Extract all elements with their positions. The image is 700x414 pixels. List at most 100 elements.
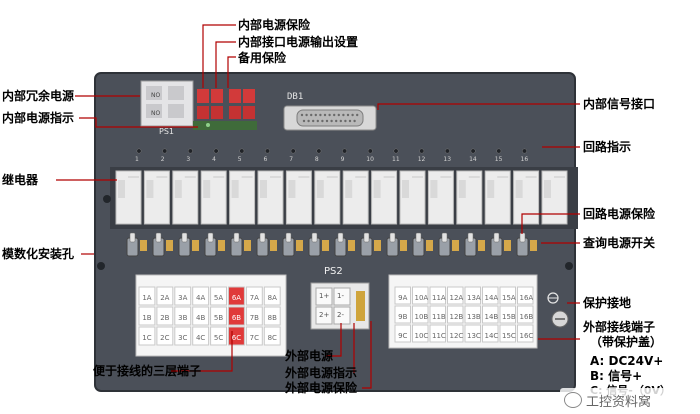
terminal-label: 7C — [249, 334, 259, 342]
callout-internal-power-fuse: 内部电源保险 — [238, 18, 311, 32]
terminal-label: 14C — [484, 332, 499, 340]
terminal-label: 12A — [449, 294, 464, 302]
channel-number: 7 — [289, 156, 294, 163]
channel-number: 13 — [443, 156, 452, 163]
loop-led-3 — [187, 148, 193, 154]
terminal-cell — [174, 286, 192, 306]
terminal-label: 1B — [142, 314, 152, 322]
loop-fuse-2 — [166, 240, 173, 251]
callout-interface-power-output: 内部接口电源输出设置 — [238, 35, 359, 49]
terminal-cell — [394, 305, 411, 324]
terminal-label: 9A — [398, 294, 408, 302]
loop-fuse-3 — [192, 240, 199, 251]
callout-power-indicator: 内部电源指示 — [2, 111, 75, 125]
loop-fuse-10 — [374, 240, 381, 251]
channel-number: 5 — [237, 156, 242, 163]
loop-led-2 — [162, 148, 168, 154]
loop-fuse-13 — [452, 240, 459, 251]
terminal-cell — [138, 326, 156, 346]
terminal-label: 10B — [414, 313, 429, 321]
terminal-label: 16B — [519, 313, 534, 321]
internal-fuse-1 — [197, 89, 209, 103]
terminal-label: 6B — [231, 314, 242, 322]
loop-led-8 — [316, 148, 322, 154]
terminal-cell — [263, 306, 281, 326]
loop-fuse-16 — [530, 240, 537, 251]
loop-fuse-7 — [296, 240, 303, 251]
terminal-label: 10A — [414, 294, 429, 302]
terminal-label: 13A — [467, 294, 481, 302]
loop-led-16 — [522, 148, 527, 154]
channel-number: 14 — [469, 156, 477, 163]
loop-fuse-11 — [400, 240, 407, 251]
terminal-cell — [210, 286, 228, 306]
terminal-label: 2B — [160, 314, 170, 322]
internal-fuse-2 — [197, 106, 209, 119]
terminal-cell — [464, 286, 481, 305]
loop-fuse-9 — [348, 240, 355, 251]
power-indicator-strip — [193, 121, 257, 130]
terminal-label: 15C — [502, 332, 516, 340]
loop-led-15 — [496, 148, 502, 154]
channel-number: 1 — [135, 156, 139, 163]
callout-redundant-power: 内部冗余电源 — [2, 89, 75, 103]
terminal-cell — [412, 324, 429, 343]
terminal-cell — [482, 305, 499, 324]
spare-fuse-3 — [243, 89, 255, 103]
terminal-cell — [263, 326, 281, 346]
interface-fuse-2 — [211, 106, 223, 119]
loop-fuse-15 — [504, 240, 511, 251]
terminal-cell — [499, 286, 516, 305]
terminal-label: 8B — [267, 314, 277, 322]
terminal-cell — [482, 286, 499, 305]
spare-fuse-1 — [229, 89, 241, 103]
terminal-cell — [429, 324, 446, 343]
terminal-label: 6A — [231, 294, 242, 302]
loop-fuse-1 — [140, 240, 147, 251]
ps2-terminal-label: 1- — [337, 292, 344, 300]
terminal-label: 13B — [467, 313, 481, 321]
callout-external-power-indicator: 外部电源指示 — [285, 366, 358, 380]
callout-loop-power-fuse: 回路电源保险 — [583, 207, 656, 221]
terminal-cell — [499, 324, 516, 343]
terminal-cell — [192, 306, 210, 326]
relay-5 — [229, 170, 256, 225]
terminal-cell — [412, 286, 429, 305]
terminal-label: 3B — [178, 314, 188, 322]
ps2-terminal-label: 2+ — [319, 311, 330, 319]
loop-led-12 — [419, 148, 425, 154]
terminal-cell — [228, 306, 245, 326]
channel-number: 9 — [340, 156, 345, 163]
terminal-cell — [245, 306, 263, 326]
loop-led-7 — [290, 148, 296, 154]
terminal-cell — [517, 305, 534, 324]
watermark-box: 工控资料窝 — [560, 388, 698, 412]
terminal-label: 9C — [398, 332, 408, 340]
terminal-cell — [394, 286, 411, 305]
callout-loop-indicator: 回路指示 — [583, 140, 632, 154]
terminal-label: 5B — [213, 314, 224, 322]
terminal-cell — [429, 286, 446, 305]
terminal-cell — [394, 324, 411, 343]
terminal-label: 12B — [449, 313, 464, 321]
legend-a: A: DC24V+ — [590, 354, 664, 368]
mounting-hole-right — [565, 262, 573, 270]
wechat-icon — [564, 392, 582, 408]
loop-led-13 — [444, 148, 450, 154]
terminal-cell — [174, 326, 192, 346]
terminal-cell — [464, 324, 481, 343]
terminal-cell — [499, 305, 516, 324]
terminal-cell — [156, 306, 174, 326]
loop-fuse-5 — [244, 240, 251, 251]
terminal-label: 15B — [502, 313, 516, 321]
terminal-label: 5C — [213, 334, 224, 342]
callout-protective-cover: （带保护盖） — [590, 335, 663, 349]
terminal-cell — [156, 326, 174, 346]
terminal-label: 7B — [249, 314, 259, 322]
channel-number: 2 — [160, 156, 165, 163]
terminal-cell — [429, 305, 446, 324]
terminal-cell — [174, 306, 192, 326]
channel-number: 10 — [366, 156, 374, 163]
terminal-label: 3A — [178, 294, 188, 302]
